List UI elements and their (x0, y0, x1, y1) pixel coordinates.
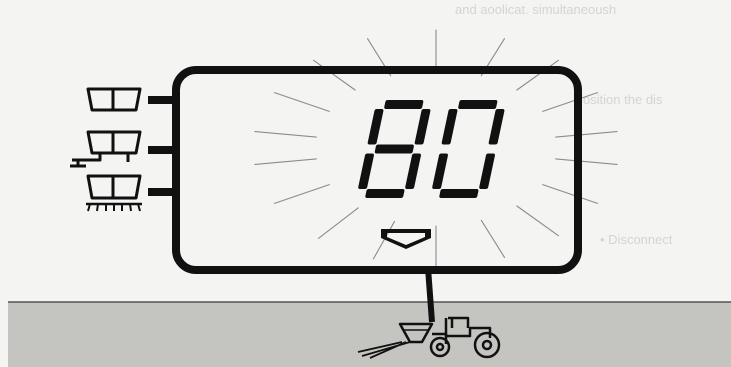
digit-segment (432, 154, 449, 190)
digit-segment (358, 154, 375, 190)
display-digit (356, 100, 433, 198)
flash-ray (517, 206, 559, 236)
digit-segment (479, 154, 496, 190)
flash-ray (481, 220, 504, 257)
digit-segment (374, 145, 414, 154)
digit-segment (414, 109, 431, 145)
flash-ray (556, 132, 617, 138)
chevron-down-icon (381, 229, 431, 249)
rear-hopper-with-nozzles-icon (86, 176, 142, 211)
digit-segment (367, 109, 384, 145)
flash-ray (255, 159, 316, 165)
front-hopper-icon (88, 89, 140, 110)
flash-ray (255, 132, 316, 138)
monitor-cable (428, 268, 432, 322)
flash-ray (517, 60, 559, 90)
display-digit (430, 100, 507, 198)
flash-ray (314, 60, 356, 90)
digit-segment (405, 154, 422, 190)
digit-segment (488, 109, 505, 145)
flash-ray (275, 93, 330, 112)
middle-hopper-with-valve-icon (70, 132, 140, 166)
digit-segment (384, 100, 424, 109)
digit-segment (458, 100, 498, 109)
flash-ray (543, 93, 598, 112)
flash-ray (318, 208, 358, 239)
flash-ray (275, 185, 330, 204)
ground-strip (8, 302, 731, 367)
flash-ray (556, 159, 617, 165)
digit-segment (439, 189, 479, 198)
monitor-frame (176, 70, 578, 270)
flash-ray (543, 185, 598, 204)
digit-segment (365, 189, 405, 198)
digit-segment (441, 109, 458, 145)
flash-rays (255, 30, 617, 266)
display-reading (356, 100, 507, 198)
